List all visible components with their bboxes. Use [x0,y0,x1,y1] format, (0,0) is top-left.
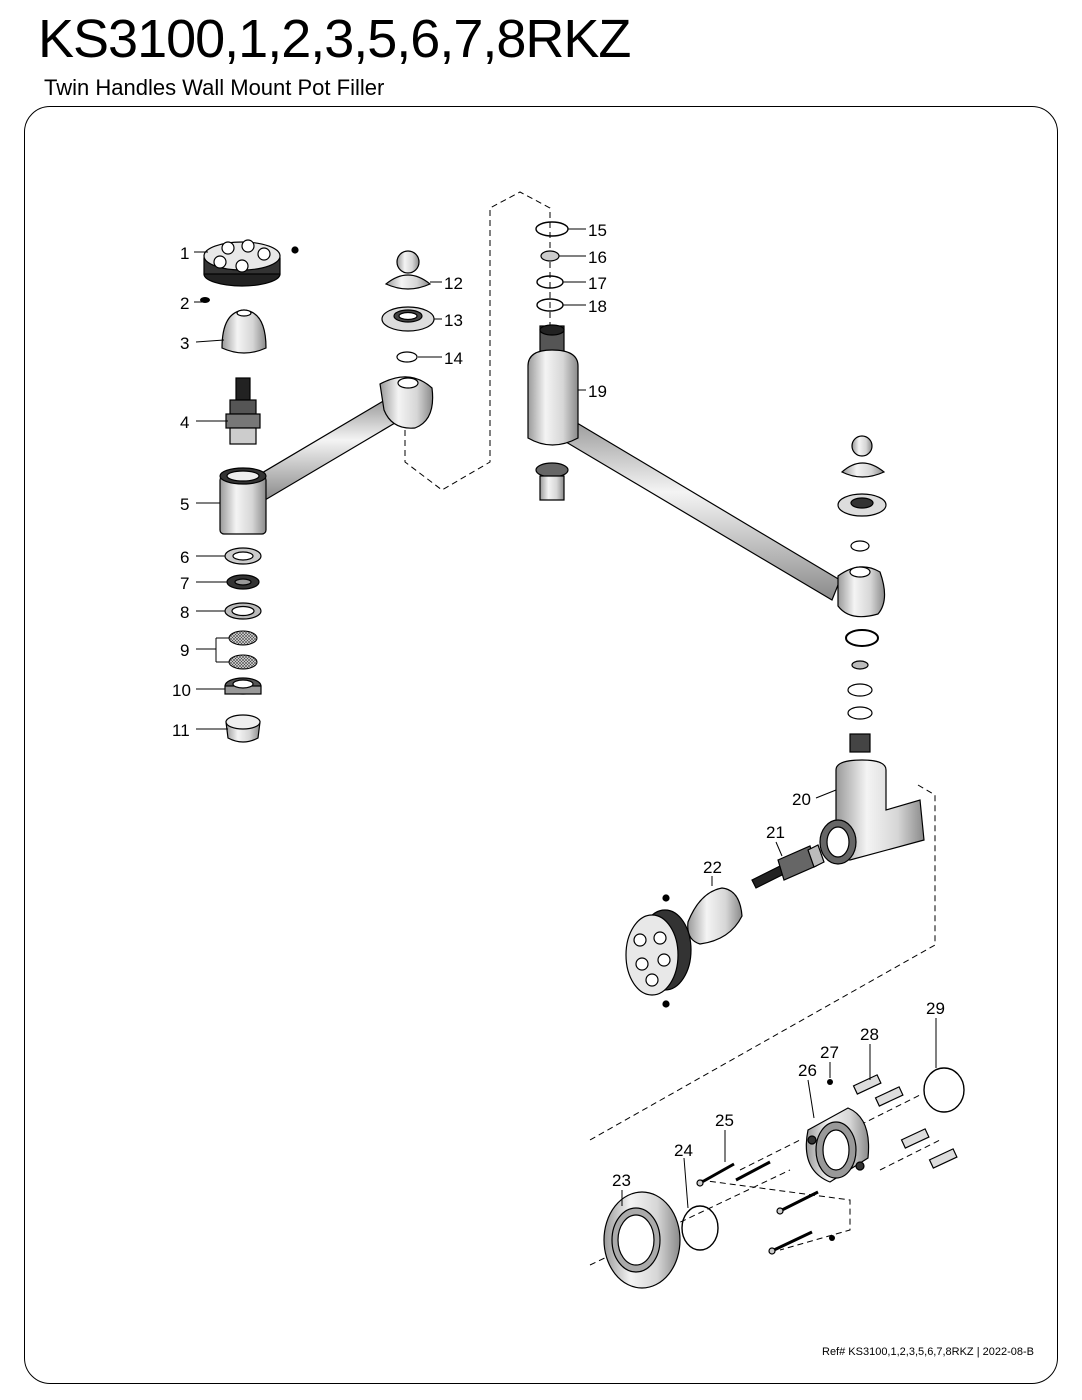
part-label: 8 [180,603,189,622]
part-25-screws [696,1160,819,1255]
part-10-aerator-housing [224,677,262,695]
part-28-anchors [852,1074,958,1169]
drawing-frame [24,106,1058,1384]
part-label: 19 [588,382,607,401]
assembly-guide-lines [404,191,941,1266]
part-label: 4 [180,413,189,432]
part-label: 15 [588,221,607,240]
part-label: 20 [792,790,811,809]
part-label: 24 [674,1141,693,1160]
part-29-gasket [923,1067,965,1113]
part-11-aerator-cap [225,714,261,743]
part-label: 18 [588,297,607,316]
part-5-spout-body [219,376,434,535]
part-23-flange-cover [603,1191,681,1289]
part-label: 6 [180,548,189,567]
part-19-swing-arm [527,324,887,753]
page-subtitle: Twin Handles Wall Mount Pot Filler [44,75,385,100]
part-22-handle-cap [687,887,743,945]
part-14-o-ring [396,351,418,363]
part-label: 13 [444,311,463,330]
part-20-wall-elbow [819,759,925,865]
part-21-cartridge [751,844,825,889]
part-label: 14 [444,349,463,368]
part-label: 21 [766,823,785,842]
part-label: 3 [180,334,189,353]
part-7-aerator-disc [226,574,260,590]
part-label: 9 [180,641,189,660]
part-label: 25 [715,1111,734,1130]
part-label: 28 [860,1025,879,1044]
part-label: 22 [703,858,722,877]
part-16-washer [540,250,560,262]
part-label: 29 [926,999,945,1018]
part-label: 1 [180,244,189,263]
part-13-bonnet [381,306,435,332]
part-2-set-screw [200,297,210,303]
part-8-washer [224,602,262,620]
part-12-finial [384,250,432,290]
part-label: 11 [172,721,190,740]
part-9-screens [228,630,258,670]
part-label: 10 [172,681,191,700]
part-22-handle [625,894,692,1008]
part-15-o-ring [535,221,569,237]
leader-lines [194,228,937,1209]
page-title: KS3100,1,2,3,5,6,7,8RKZ [38,9,631,69]
part-27-set-screws [827,1079,835,1241]
part-label: 16 [588,248,607,267]
part-label: 5 [180,495,189,514]
reference-footer: Ref# KS3100,1,2,3,5,6,7,8RKZ | 2022-08-B [822,1346,1034,1358]
part-labels: 1 2 3 4 5 6 7 8 9 10 11 12 13 14 15 16 1… [172,221,945,1190]
part-1-handle [203,239,299,287]
part-label: 23 [612,1171,631,1190]
part-label: 7 [180,574,189,593]
part-6-washer [224,547,262,565]
part-label: 26 [798,1061,817,1080]
part-26-mounting-flange [805,1107,870,1183]
part-3-handle-cap [221,309,267,354]
part-label: 2 [180,294,189,313]
part-label: 12 [444,274,463,293]
part-4-cartridge [225,377,261,445]
part-label: 27 [820,1043,839,1062]
part-label: 17 [588,274,607,293]
part-24-gasket [681,1205,719,1251]
